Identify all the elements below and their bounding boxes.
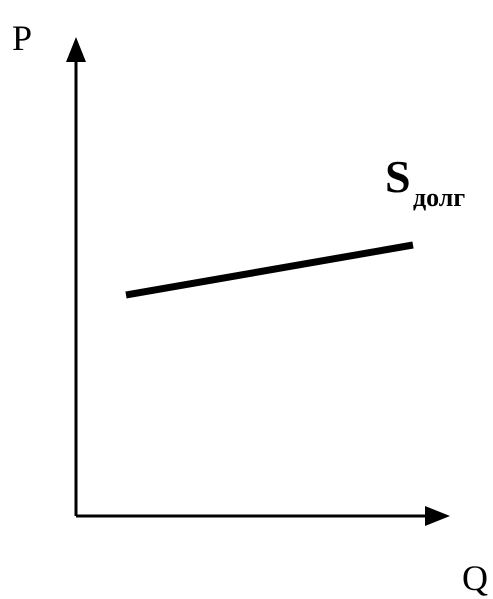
y-axis-label: P (12, 18, 32, 58)
supply-curve-subscript: долг (413, 183, 465, 212)
x-axis-label: Q (462, 558, 488, 598)
supply-curve-label: S (385, 151, 411, 202)
supply-curve-line (125, 241, 414, 299)
x-axis-arrowhead (425, 506, 450, 526)
y-axis-arrowhead (66, 37, 86, 62)
